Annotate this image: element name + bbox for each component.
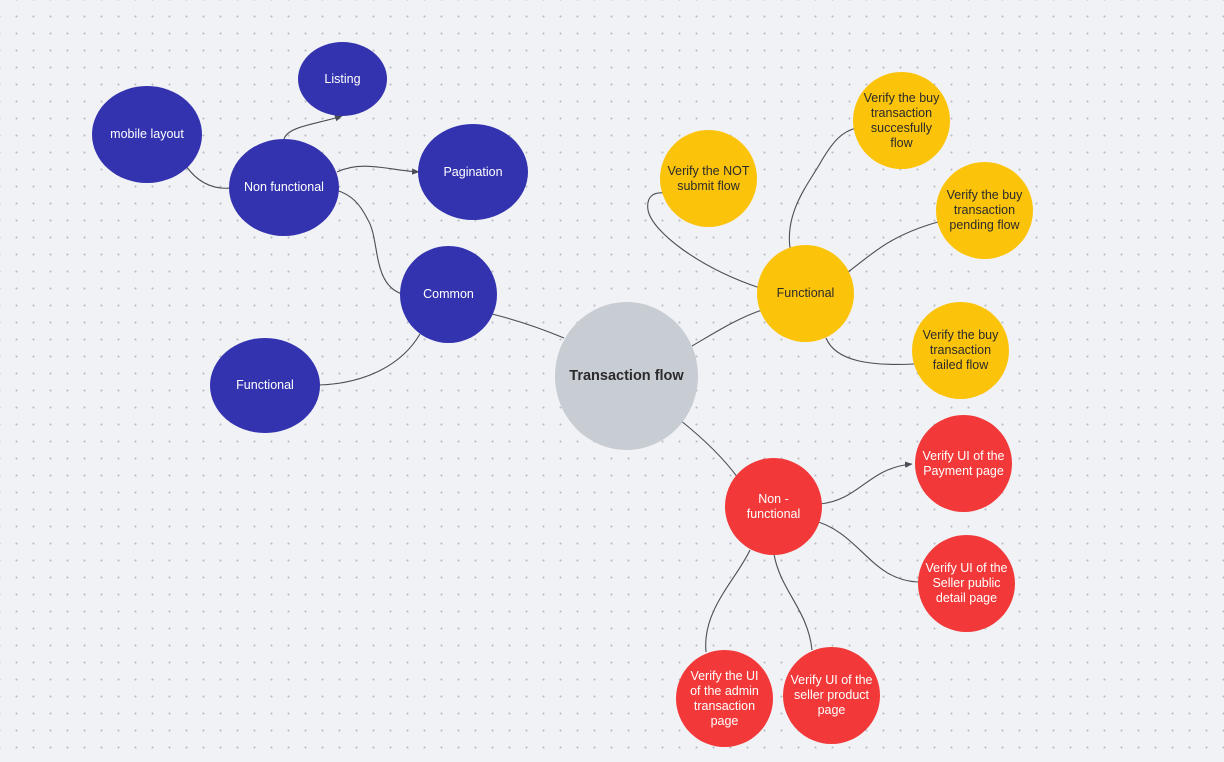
edge-non-functional-verify-ui-seller-product: [773, 553, 813, 651]
node-verify-not-submit-label: Verify the NOT submit flow: [667, 163, 750, 193]
node-mobile-layout[interactable]: mobile layout: [92, 86, 202, 183]
node-pagination-label: Pagination: [443, 164, 503, 179]
node-verify-ui-admin-label: Verify the UI of the admin transaction p…: [690, 668, 759, 728]
edge-functional-verify-buy-failed: [825, 337, 915, 365]
node-functional-yellow-label: Functional: [776, 286, 835, 300]
node-non-functional-red-label: Non - functional: [746, 491, 801, 521]
edge-root-functional-yellow: [691, 309, 763, 347]
node-pagination[interactable]: Pagination: [418, 124, 528, 220]
edge-non-functional-verify-ui-admin: [705, 549, 751, 653]
node-common-label: Common: [423, 287, 474, 301]
edge-non-functional-mobile-layout: [185, 165, 232, 189]
node-common[interactable]: Common: [400, 246, 497, 343]
node-verify-ui-payment[interactable]: Verify UI of the Payment page: [915, 415, 1012, 512]
node-verify-ui-admin[interactable]: Verify the UI of the admin transaction p…: [676, 650, 773, 747]
node-verify-ui-payment-label: Verify UI of the Payment page: [922, 448, 1005, 478]
node-verify-buy-failed[interactable]: Verify the buy transaction failed flow: [912, 302, 1009, 399]
node-verify-buy-success[interactable]: Verify the buy transaction succesfully f…: [853, 72, 950, 169]
node-listing[interactable]: Listing: [298, 42, 387, 116]
edge-root-non-functional-red: [679, 419, 739, 479]
node-functional-yellow[interactable]: Functional: [757, 245, 854, 342]
node-transaction-flow[interactable]: Transaction flow: [555, 302, 698, 450]
node-non-functional-blue[interactable]: Non functional: [229, 139, 339, 236]
edge-non-functional-listing: [283, 115, 343, 140]
edge-functional-verify-buy-pending: [847, 221, 939, 273]
node-verify-ui-seller-product[interactable]: Verify UI of the seller product page: [783, 647, 880, 744]
edge-common-non-functional: [335, 189, 403, 295]
node-verify-ui-seller-public-label: Verify UI of the Seller public detail pa…: [925, 561, 1008, 605]
edge-non-functional-verify-ui-payment: [819, 461, 913, 505]
node-verify-buy-pending-label: Verify the buy transaction pending flow: [946, 188, 1023, 232]
node-verify-not-submit[interactable]: Verify the NOT submit flow: [660, 130, 757, 227]
edge-root-common: [491, 313, 565, 339]
node-verify-buy-success-label: Verify the buy transaction succesfully f…: [863, 90, 940, 150]
node-listing-label: Listing: [324, 71, 361, 86]
node-verify-buy-pending[interactable]: Verify the buy transaction pending flow: [936, 162, 1033, 259]
node-non-functional-red[interactable]: Non - functional: [725, 458, 822, 555]
node-non-functional-blue-label: Non functional: [244, 180, 324, 194]
node-verify-ui-seller-public[interactable]: Verify UI of the Seller public detail pa…: [918, 535, 1015, 632]
edge-common-functional: [317, 333, 421, 386]
node-mobile-layout-label: mobile layout: [110, 127, 184, 141]
node-functional-blue-label: Functional: [236, 378, 294, 392]
node-verify-ui-seller-product-label: Verify UI of the seller product page: [790, 673, 873, 717]
edge-non-functional-pagination: [336, 165, 420, 175]
edge-functional-verify-buy-success: [788, 127, 857, 249]
node-verify-buy-failed-label: Verify the buy transaction failed flow: [922, 328, 999, 372]
node-functional-blue[interactable]: Functional: [210, 338, 320, 433]
edge-non-functional-verify-ui-seller-public: [811, 519, 919, 583]
node-transaction-flow-label: Transaction flow: [569, 368, 684, 384]
